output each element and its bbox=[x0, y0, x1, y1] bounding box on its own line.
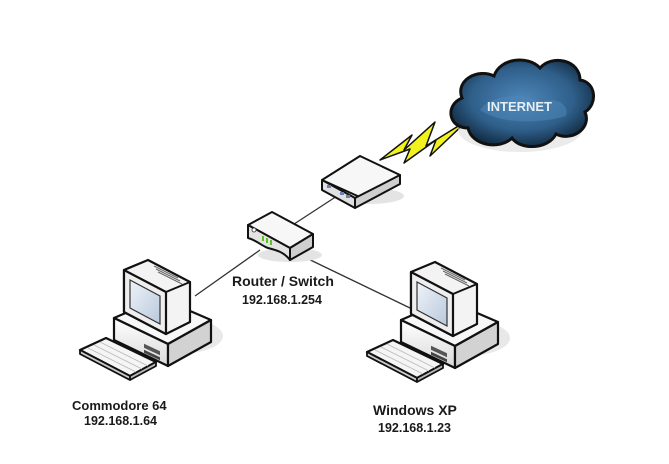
cloud-icon bbox=[449, 58, 595, 152]
winxp-computer-icon bbox=[365, 260, 512, 384]
lightning-icon bbox=[379, 119, 469, 164]
commodore-label: Commodore 64 bbox=[72, 398, 167, 413]
internet-label: INTERNET bbox=[487, 99, 552, 114]
commodore-ip: 192.168.1.64 bbox=[84, 414, 157, 428]
commodore-computer-icon bbox=[78, 258, 223, 381]
link-router-winxp bbox=[299, 254, 411, 309]
router-ip: 192.168.1.254 bbox=[242, 293, 322, 307]
winxp-ip: 192.168.1.23 bbox=[378, 421, 451, 435]
keyboard-icon bbox=[78, 336, 158, 381]
router-icon bbox=[247, 211, 322, 262]
router-label: Router / Switch bbox=[232, 273, 334, 289]
link-router-commodore bbox=[194, 249, 261, 297]
modem-icon bbox=[321, 155, 404, 209]
winxp-label: Windows XP bbox=[373, 402, 457, 418]
